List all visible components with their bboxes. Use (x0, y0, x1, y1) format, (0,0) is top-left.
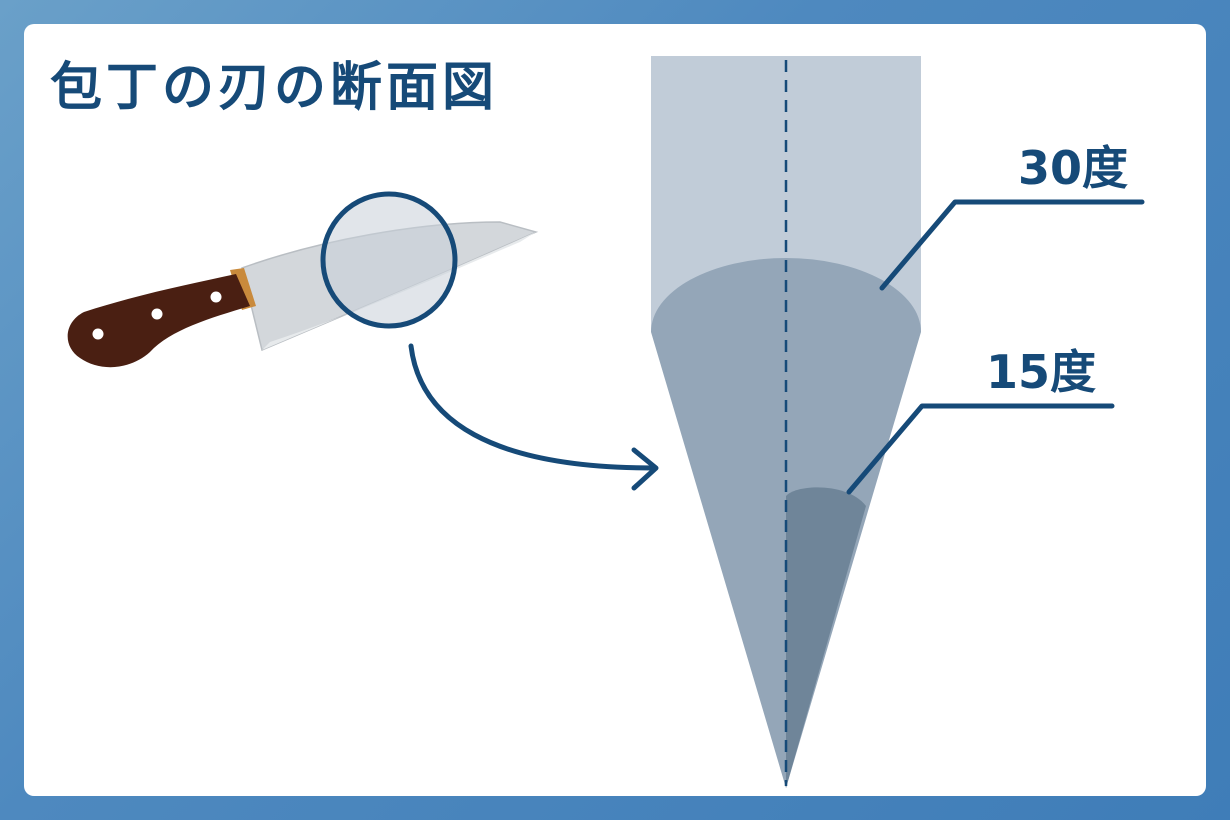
angle-label-30: 30度 (1018, 141, 1129, 195)
page-title: 包丁の刃の断面図 (50, 58, 499, 118)
curved-arrow-icon (408, 343, 659, 491)
kitchen-knife-icon (67, 221, 539, 368)
leader-line-30 (879, 199, 1145, 291)
blade-cross-section (651, 56, 921, 788)
leader-line-15 (846, 403, 1115, 495)
magnifier-circle-icon (320, 191, 458, 329)
content-panel (24, 24, 1206, 796)
angle-label-15: 15度 (986, 345, 1097, 399)
